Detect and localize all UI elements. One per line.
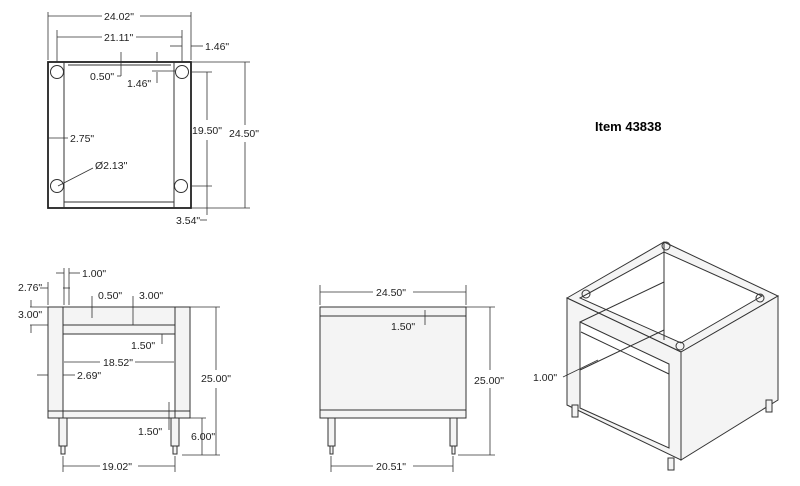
leg-icon — [449, 417, 458, 447]
top-view-outline — [47, 61, 192, 209]
dim-front-rail-offset: 0.50" — [98, 290, 122, 302]
leg-hole-icon — [50, 179, 64, 193]
side-view: 24.50" 1.50" 25.00" 20.51" — [319, 285, 504, 473]
dim-top-overall-depth: 24.50" — [229, 128, 259, 140]
leg-icon — [327, 417, 336, 447]
dim-front-inner-width: 18.52" — [103, 357, 133, 369]
dim-top-overall-width: 24.02" — [104, 11, 134, 23]
dim-top-hole-spacing: 19.50" — [192, 125, 222, 137]
dim-top-hole-diameter: Ø2.13" — [95, 160, 128, 172]
dim-top-side-width: 2.75" — [70, 133, 94, 145]
dim-front-leg-height: 6.00" — [191, 431, 215, 443]
front-view: 1.00" 2.76" 0.50" 3.00" 3.00" 1.50" 18.5… — [18, 268, 231, 473]
leg-hole-icon — [50, 65, 64, 79]
dim-iso-shelf: 1.00" — [533, 372, 557, 384]
dim-side-overall-height: 25.00" — [474, 375, 504, 387]
leg-hole-icon — [581, 289, 591, 299]
dim-front-overall-height: 25.00" — [201, 373, 231, 385]
dim-side-top-rail: 1.50" — [391, 321, 415, 333]
dim-side-leg-spacing: 20.51" — [376, 461, 406, 473]
dim-front-side-top-height: 3.00" — [18, 309, 42, 321]
dim-front-leg-spacing: 19.02" — [102, 461, 132, 473]
dim-front-post-width: 2.76" — [18, 282, 42, 294]
dim-top-inner-width: 21.11" — [104, 32, 133, 44]
leg-icon — [765, 399, 773, 413]
dim-top-bottom-offset: 3.54" — [176, 215, 200, 227]
leg-hole-icon — [175, 65, 189, 79]
dim-front-bottom-rail: 1.50" — [138, 426, 162, 438]
dim-front-shelf-rail: 1.50" — [131, 340, 155, 352]
leg-icon — [58, 417, 68, 447]
leg-icon — [571, 404, 579, 418]
dim-top-right-offset: 1.46" — [205, 41, 229, 53]
dim-front-side-panel: 2.69" — [77, 370, 101, 382]
dim-top-hole-offset: 1.46" — [127, 78, 151, 90]
leg-hole-icon — [174, 179, 188, 193]
leg-hole-icon — [661, 241, 671, 251]
top-view: 24.02" 21.11" 1.46" 0.50" 1.46" 19.50" 2… — [47, 11, 259, 227]
dim-top-rail-thickness: 0.50" — [90, 71, 114, 83]
dim-front-post-gap: 1.00" — [82, 268, 106, 280]
leg-icon — [667, 457, 675, 471]
leg-hole-icon — [755, 293, 765, 303]
dim-side-overall-depth: 24.50" — [376, 287, 406, 299]
dim-front-top-rail-height: 3.00" — [139, 290, 163, 302]
isometric-view: 1.00" — [533, 241, 780, 471]
item-label: Item 43838 — [595, 119, 662, 134]
leg-hole-icon — [675, 341, 685, 351]
leg-icon — [170, 417, 180, 447]
